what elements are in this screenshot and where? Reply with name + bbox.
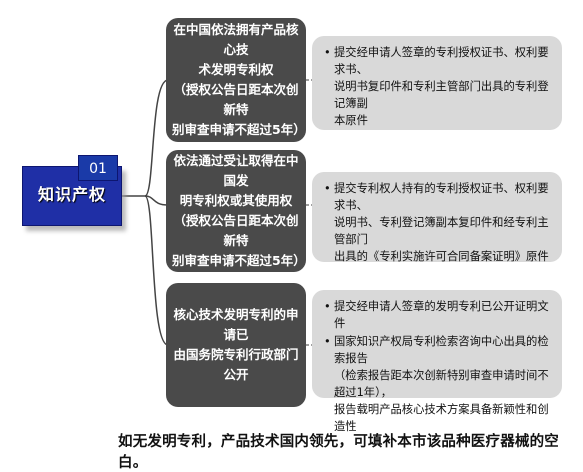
- branch-1-item-1: 提交经申请人签章的专利授权证书、权利要求书、 说明书复印件和专利主管部门出具的专…: [324, 44, 552, 129]
- branch-2-title-box: 依法通过受让取得在中国发 明专利权或其使用权 （授权公告日距本次创新特 别审查申…: [166, 150, 306, 272]
- connector-branch-2: [144, 195, 169, 206]
- branch-3-title: 核心技术发明专利的申请已 由国务院专利行政部门公开: [173, 307, 299, 382]
- branch-2-title: 依法通过受让取得在中国发 明专利权或其使用权 （授权公告日距本次创新特 别审查申…: [172, 153, 306, 268]
- branch-1-title: 在中国依法拥有产品核心技 术发明专利权 （授权公告日距本次创新特 别审查申请不超…: [172, 22, 306, 137]
- connector-branch-1: [144, 79, 169, 197]
- connector-branch-3: [144, 195, 169, 346]
- topic-number-tab: 01: [78, 155, 118, 181]
- branch-1-detail-box: 提交经申请人签章的专利授权证书、权利要求书、 说明书复印件和专利主管部门出具的专…: [312, 36, 562, 130]
- branch-3-item-2: 国家知识产权局专利检索咨询中心出具的检索报告 （检索报告距本次创新特别审查申请时…: [324, 333, 552, 435]
- branch-2-detail-box: 提交专利权人持有的专利授权证书、权利要求书、 说明书、专利登记簿副本复印件和经专…: [312, 172, 562, 265]
- branch-1-title-box: 在中国依法拥有产品核心技 术发明专利权 （授权公告日距本次创新特 别审查申请不超…: [166, 18, 306, 142]
- branch-3-detail-box: 提交经申请人签章的发明专利已公开证明文件 国家知识产权局专利检索咨询中心出具的检…: [312, 290, 562, 433]
- topic-label: 知识产权: [37, 185, 106, 204]
- branch-3-item-1: 提交经申请人签章的发明专利已公开证明文件: [324, 298, 552, 332]
- branch-2-item-1: 提交专利权人持有的专利授权证书、权利要求书、 说明书、专利登记簿副本复印件和经专…: [324, 180, 552, 265]
- branch-3-title-box: 核心技术发明专利的申请已 由国务院专利行政部门公开: [166, 283, 306, 407]
- footnote: 如无发明专利，产品技术国内领先，可填补本市该品种医疗器械的空白。: [118, 434, 559, 471]
